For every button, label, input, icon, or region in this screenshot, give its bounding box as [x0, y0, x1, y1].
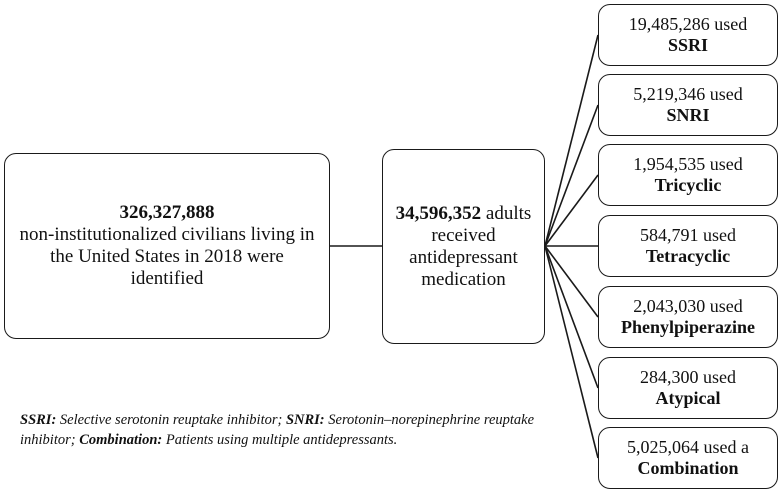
category-name: Tricyclic: [654, 175, 722, 195]
footnote-term-combination: Combination:: [79, 432, 163, 448]
antidepressant-number: 34,596,352: [395, 202, 482, 224]
category-name: Phenylpiperazine: [621, 317, 755, 337]
connector-to-category-2: [544, 104, 599, 247]
connector-to-category-7: [544, 245, 599, 459]
antidepressant-first-line: 34,596,352 adults: [396, 203, 532, 225]
category-count: 1,954,535 used: [633, 154, 743, 174]
category-count: 284,300 used: [640, 367, 736, 387]
footnote-def-snri: Serotonin–norepinephrine reuptake inhibi…: [20, 412, 535, 448]
category-box-ssri: 19,485,286 used SSRI: [598, 4, 778, 66]
category-count: 584,791 used: [640, 225, 736, 245]
category-count: 5,025,064 used a: [627, 437, 749, 457]
category-box-atypical: 284,300 used Atypical: [598, 357, 778, 419]
connector-to-category-5: [544, 245, 599, 318]
category-name: Tetracyclic: [645, 246, 731, 266]
category-box-tetracyclic: 584,791 used Tetracyclic: [598, 215, 778, 277]
category-box-tricyclic: 1,954,535 used Tricyclic: [598, 144, 778, 206]
population-description: non-institutionalized civilians living i…: [19, 224, 315, 289]
abbreviation-footnote: SSRI: Selective serotonin reuptake inhib…: [20, 410, 540, 450]
footnote-def-ssri: Selective serotonin reuptake inhibitor;: [59, 412, 283, 428]
connector-to-category-6: [544, 245, 599, 389]
connector-to-category-3: [544, 174, 599, 247]
footnote-term-ssri: SSRI:: [20, 412, 57, 428]
category-name: Atypical: [655, 388, 721, 408]
category-count: 5,219,346 used: [633, 84, 743, 104]
category-name: Combination: [637, 458, 739, 478]
antidepressant-adults-word: adults: [485, 202, 532, 224]
category-count: 2,043,030 used: [633, 296, 743, 316]
category-count: 19,485,286 used: [628, 14, 748, 34]
footnote-def-combination: Patients using multiple antidepressants.: [165, 432, 398, 448]
category-name: SNRI: [666, 105, 710, 125]
category-name: SSRI: [667, 35, 709, 55]
antidepressant-description: received antidepressant medication: [409, 224, 518, 290]
population-number: 326,327,888: [119, 202, 215, 223]
category-box-phenylpiperazine: 2,043,030 used Phenylpiperazine: [598, 286, 778, 348]
connector-to-category-1: [544, 34, 599, 247]
population-box: 326,327,888 non-institutionalized civili…: [4, 153, 330, 339]
antidepressant-box: 34,596,352 adults received antidepressan…: [382, 149, 545, 344]
category-box-snri: 5,219,346 used SNRI: [598, 74, 778, 136]
footnote-term-snri: SNRI:: [285, 412, 325, 428]
category-box-combination: 5,025,064 used a Combination: [598, 427, 778, 489]
